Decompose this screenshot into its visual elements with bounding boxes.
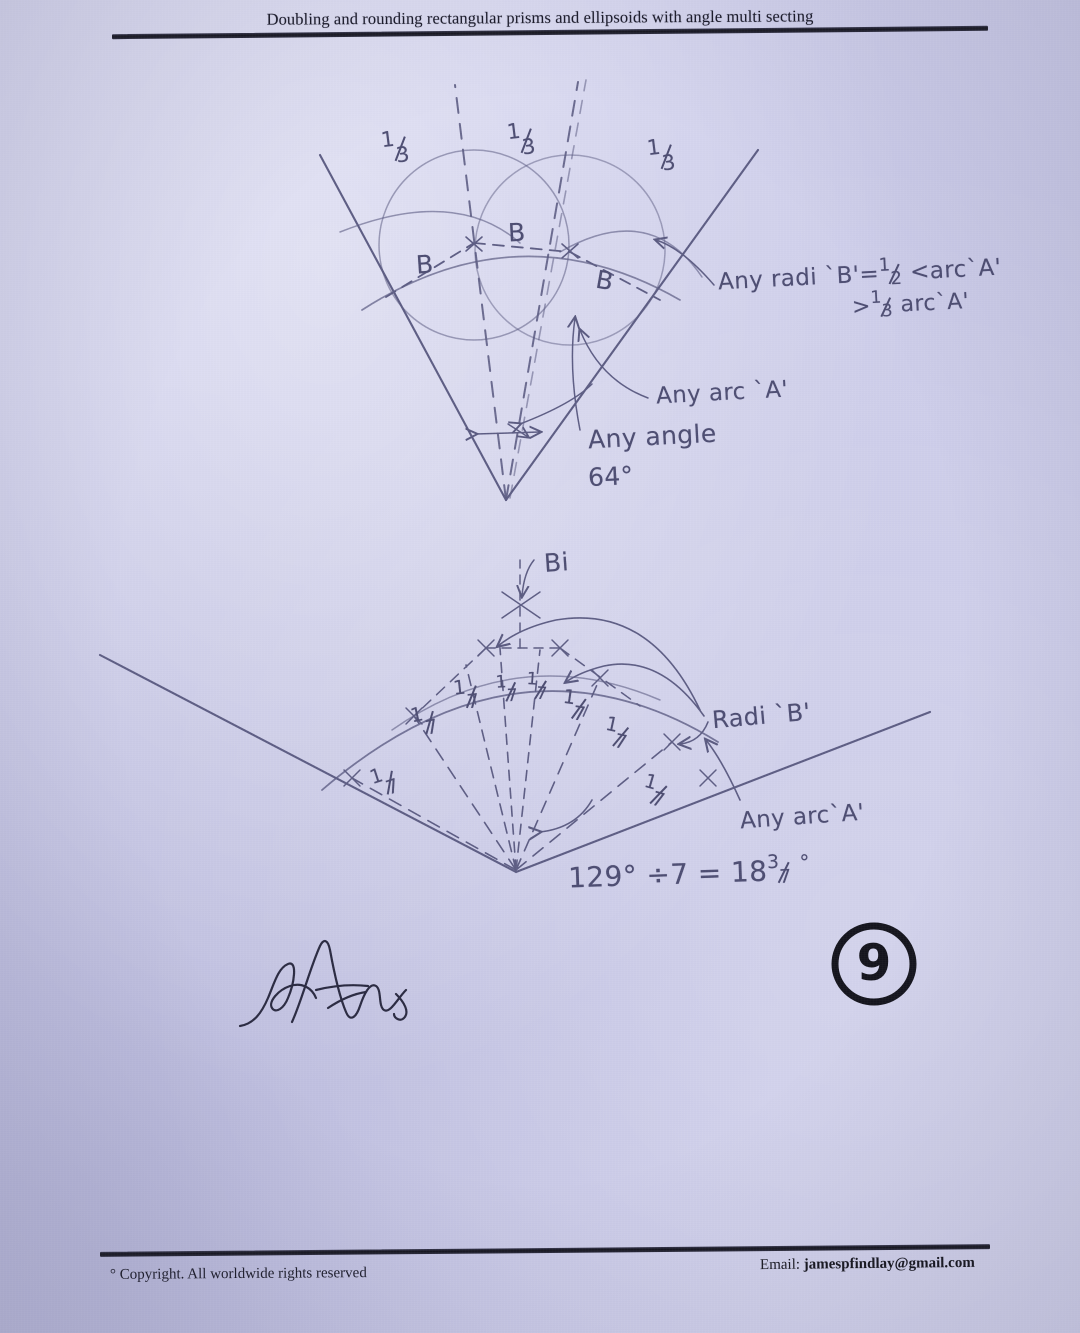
equation-equals: = <box>697 856 723 891</box>
cross-arc-8 <box>699 769 717 787</box>
cross-arc-6 <box>591 669 609 687</box>
radius-B-right <box>569 251 661 301</box>
cross-left-intersection <box>465 236 483 252</box>
angle-left-ray <box>318 153 508 502</box>
callout-any-arc-A-top: Any arc `A' <box>655 376 789 410</box>
equation-degree: ° <box>799 849 811 875</box>
leader-Bi <box>522 559 535 596</box>
construction-arc-upper-left <box>339 210 521 244</box>
callout-radi-tail: <arc`A' <box>909 254 1003 286</box>
page-number-text: 9 <box>857 934 892 992</box>
label-Bi: Bi <box>543 547 570 578</box>
radi-B-arrow-3 <box>680 721 709 744</box>
page-number-badge: 9 <box>831 922 917 1006</box>
equation-divisor: ÷7 <box>645 857 690 892</box>
cross-arc-7 <box>663 733 681 751</box>
leader-any-arc-A <box>580 330 649 399</box>
callout-radi-B-bottom: Radi `B' <box>710 697 812 735</box>
angle-measure-arc-2 <box>540 799 593 832</box>
angle-right-ray-2 <box>514 710 932 874</box>
leader-radi-B <box>656 240 715 286</box>
leader-any-angle <box>572 318 581 431</box>
angle-measure-arrow-inner <box>507 423 528 437</box>
callout-angle-value: 64° <box>587 460 635 493</box>
cross-chord-right <box>551 639 569 657</box>
email-line: Email: jamespfindlay@gmail.com <box>760 1255 975 1274</box>
equation-angle: 129° <box>567 859 638 895</box>
copyright-notice: ° Copyright. All worldwide rights reserv… <box>109 1265 367 1283</box>
cross-top-apex <box>501 591 541 619</box>
label-radius-B-top: B <box>507 217 527 248</box>
email-label: Email: <box>759 1256 801 1274</box>
circle-radius-B-right <box>474 154 666 346</box>
page-number-circle <box>831 922 917 1006</box>
callout-any-arc-A-bottom: Any arc`A' <box>739 799 866 835</box>
callout-radi-text: Any radi `B'= <box>717 261 880 296</box>
divider-ray-7 <box>515 741 673 871</box>
leader-any-arc-A-2 <box>706 740 741 801</box>
email-address[interactable]: jamespfindlay@gmail.com <box>803 1254 975 1273</box>
label-radius-B-left: B <box>415 249 435 280</box>
callout-any-angle: Any angle <box>587 418 718 455</box>
cross-right-intersection <box>561 243 579 259</box>
construction-arc-upper-right <box>559 230 703 278</box>
footer-divider <box>99 1244 991 1257</box>
cross-arc-1 <box>343 769 361 787</box>
callout-gt-sign: > <box>851 294 872 321</box>
label-radius-B-right: B <box>593 264 616 297</box>
signature <box>238 940 408 1028</box>
angle-measure-arc <box>520 383 593 424</box>
circle-radius-B-left <box>378 149 570 341</box>
cross-chord-left <box>477 639 495 657</box>
callout-arc-tail: arc`A' <box>899 288 970 318</box>
equation-whole: 18 <box>730 854 768 889</box>
arc-A <box>361 255 681 311</box>
trisector-left <box>454 84 507 501</box>
angle-measure-arrow <box>476 432 540 434</box>
